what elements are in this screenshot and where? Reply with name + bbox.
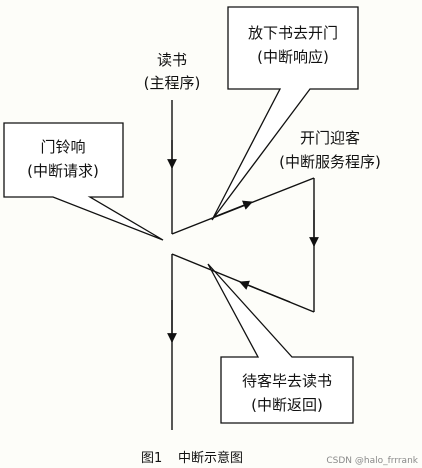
label-main-line2: (主程序): [144, 74, 201, 92]
callout-back-read-line1: 待客毕去读书: [242, 372, 332, 390]
interrupt-jump-arrow: [213, 200, 253, 218]
callout-doorbell: [3, 122, 164, 241]
callout-put-book-line2: (中断响应): [257, 48, 329, 66]
callout-back-read: [207, 263, 354, 424]
label-main-line1: 读书: [157, 51, 187, 69]
callout-doorbell-line1: 门铃响: [40, 138, 85, 156]
label-service-line2: (中断服务程序): [279, 153, 381, 171]
caption-figure: 图1: [141, 451, 162, 466]
watermark: CSDN @halo_frrrank: [326, 456, 418, 466]
caption-title: 中断示意图: [178, 450, 243, 466]
callout-back-read-line2: (中断返回): [251, 396, 323, 414]
return-arrow: [239, 280, 291, 303]
callout-put-book-line1: 放下书去开门: [248, 24, 338, 42]
label-service-line1: 开门迎客: [300, 129, 360, 147]
callout-put-book: [211, 6, 359, 221]
callout-doorbell-line2: (中断请求): [27, 162, 99, 180]
